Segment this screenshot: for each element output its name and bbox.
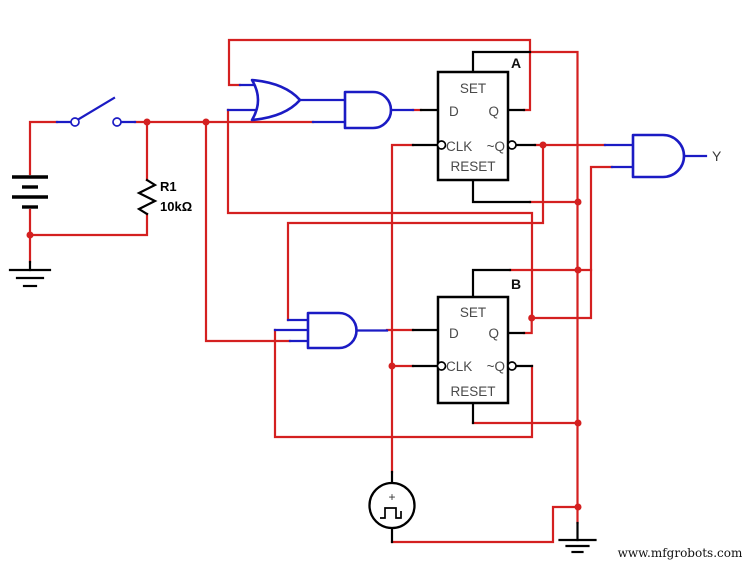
resistor-ref: R1 — [160, 179, 177, 194]
and-gate-b-input[interactable] — [273, 311, 389, 350]
resistor-value: 10kΩ — [160, 199, 192, 214]
switch-pole — [70, 117, 80, 127]
wires — [28, 38, 614, 544]
flipflop-b[interactable]: SET D Q CLK ~Q RESET B — [436, 276, 522, 405]
pin-label-q: Q — [488, 326, 499, 341]
junction-dot — [202, 118, 210, 126]
wire — [226, 108, 534, 320]
pin-label-qn: ~Q — [487, 359, 505, 374]
ground-icon-right[interactable] — [558, 521, 597, 554]
ffb-set-stub — [471, 268, 512, 299]
pin-label-reset: RESET — [450, 159, 495, 174]
wire — [28, 212, 149, 237]
pin-label-clk: CLK — [446, 359, 472, 374]
clock-plus-sign: + — [388, 490, 395, 504]
wire — [530, 165, 614, 320]
wire — [28, 120, 59, 176]
clock-body — [368, 481, 416, 530]
pin-label-clk: CLK — [446, 139, 472, 154]
junction-dot — [26, 231, 34, 239]
junction-dot — [574, 266, 582, 274]
resistor-zigzag — [136, 178, 158, 216]
battery[interactable] — [12, 175, 48, 209]
flipflop-b-qn-bubble — [507, 361, 517, 371]
junction-dot — [574, 198, 582, 206]
junction-dot — [528, 314, 536, 322]
wire — [522, 316, 533, 335]
junction-dots — [26, 118, 582, 511]
wire — [390, 143, 415, 474]
wire — [528, 50, 579, 525]
wire — [390, 505, 579, 544]
pin-label-set: SET — [460, 81, 486, 96]
junction-dot — [388, 362, 396, 370]
ffa-reset-stub — [471, 178, 532, 204]
flipflop-a-qn-bubble — [507, 140, 517, 150]
switch-lever — [77, 96, 116, 121]
pin-label-reset: RESET — [450, 384, 495, 399]
flipflop-a-body — [436, 70, 510, 182]
flipflop-b-designator: B — [511, 276, 521, 292]
output-and-gate[interactable]: Y — [603, 133, 722, 179]
wire — [204, 120, 292, 343]
wire — [227, 38, 532, 112]
and-gate-body — [343, 90, 393, 130]
junction-dot — [574, 503, 582, 511]
pin-stubs — [390, 50, 537, 544]
pin-label-d: D — [449, 104, 459, 119]
junction-dot — [143, 118, 151, 126]
pin-label-d: D — [449, 326, 459, 341]
pin-label-qn: ~Q — [487, 139, 505, 154]
flipflop-a-designator: A — [511, 55, 521, 71]
clock-source[interactable]: + — [368, 481, 416, 530]
switch-throw — [112, 117, 122, 127]
flipflop-a-clk-bubble — [436, 140, 447, 150]
flipflop-a[interactable]: SET D Q CLK ~Q RESET A — [436, 55, 522, 182]
flipflop-b-clk-bubble — [436, 361, 447, 371]
andy-gate-body — [631, 133, 686, 179]
wire — [273, 328, 534, 439]
pin-label-set: SET — [460, 305, 486, 320]
ffa-set-stub — [471, 50, 532, 74]
and3-gate-body — [306, 311, 358, 350]
square-wave-icon — [380, 507, 402, 519]
junction-dot — [574, 419, 582, 427]
spst-switch[interactable] — [55, 96, 137, 127]
pin-label-q: Q — [488, 104, 499, 119]
or-gate[interactable] — [226, 78, 347, 122]
wire — [286, 143, 545, 322]
and-gate-a-input[interactable] — [311, 90, 415, 130]
junction-dot — [539, 141, 547, 149]
output-net-label: Y — [712, 148, 722, 164]
flipflop-b-body — [436, 295, 510, 405]
resistor-r1[interactable]: R1 10kΩ — [136, 178, 192, 216]
or-gate-body — [250, 78, 302, 122]
ground-icon-left[interactable] — [8, 260, 52, 288]
watermark-text: www.mfgrobots.com — [618, 546, 742, 560]
